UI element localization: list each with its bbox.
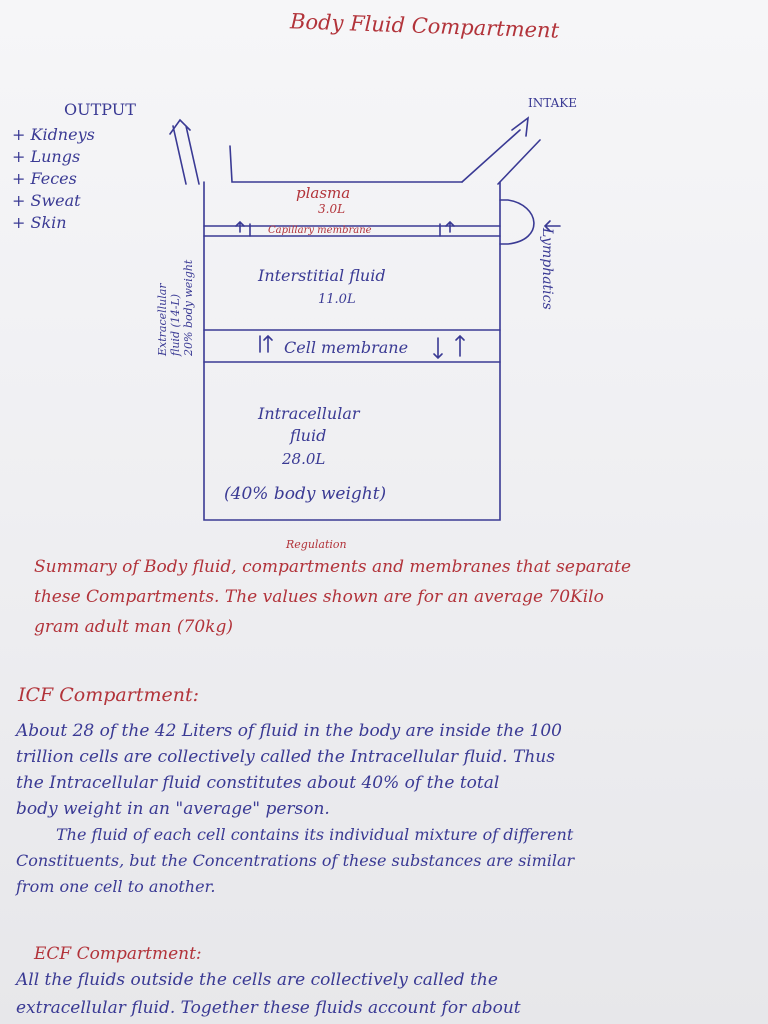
intracellular-label: Intracellular (258, 404, 360, 423)
plasma-volume: 3.0L (318, 202, 346, 216)
intracellular-label-2: fluid (290, 426, 327, 445)
icf-line: The fluid of each cell contains its indi… (56, 825, 574, 844)
capillary-membrane-label: Capillary membrane (268, 225, 372, 236)
interstitial-fluid-label: Interstitial fluid (258, 266, 386, 285)
interstitial-fluid-volume: 11.0L (318, 292, 356, 307)
icf-line: body weight in an "average" person. (16, 799, 330, 819)
side-label-line: 20% body weight (182, 259, 195, 356)
output-item: + Kidneys (12, 125, 95, 144)
icf-line: Constituents, but the Concentrations of … (16, 851, 575, 870)
icf-line: trillion cells are collectively called t… (16, 747, 555, 767)
ecf-line: extracellular fluid. Together these flui… (16, 998, 521, 1018)
caption-line: Summary of Body fluid, compartments and … (34, 557, 632, 577)
output-arrow (169, 118, 200, 185)
icf-line: the Intracellular fluid constitutes abou… (16, 773, 500, 793)
intracellular-weight: (40% body weight) (224, 484, 387, 504)
output-item: + Lungs (12, 147, 81, 166)
ecf-line: All the fluids outside the cells are col… (16, 970, 498, 990)
caption: Summary of Body fluid, compartments and … (34, 552, 631, 642)
side-label-line: Extracellular (156, 283, 169, 356)
cell-membrane-label: Cell membrane (284, 338, 409, 357)
icf-heading: ICF Compartment: (18, 684, 200, 706)
ecf-body: All the fluids outside the cells are col… (16, 966, 521, 1022)
side-label-line: fluid (14-L) (169, 293, 182, 356)
compartment-box (203, 181, 501, 521)
icf-line: from one cell to another. (16, 877, 216, 896)
lymphatic-loop (499, 199, 535, 245)
ecf-heading: ECF Compartment: (34, 944, 202, 964)
intake-label: INTAKE (528, 96, 577, 110)
icf-line: About 28 of the 42 Liters of fluid in th… (16, 721, 562, 741)
caption-line: these Compartments. The values shown are… (34, 587, 604, 607)
fluid-compartment-diagram (169, 116, 561, 521)
extracellular-side-label: Extracellular fluid (14-L) 20% body weig… (156, 260, 195, 356)
caption-insert: Regulation (286, 538, 347, 551)
caption-line: gram adult man (70kg) (34, 617, 233, 637)
intake-arrow (461, 116, 541, 185)
output-heading: OUTPUT (64, 100, 136, 119)
intracellular-volume: 28.0L (282, 450, 326, 468)
output-list: + Kidneys + Lungs + Feces + Sweat + Skin (12, 124, 95, 234)
lymphatics-label: Lymphatics (539, 228, 555, 310)
plasma-label: plasma (296, 184, 351, 202)
output-item: + Skin (12, 213, 67, 232)
icf-body: About 28 of the 42 Liters of fluid in th… (16, 718, 574, 900)
output-item: + Feces (12, 169, 77, 188)
output-item: + Sweat (12, 191, 81, 210)
